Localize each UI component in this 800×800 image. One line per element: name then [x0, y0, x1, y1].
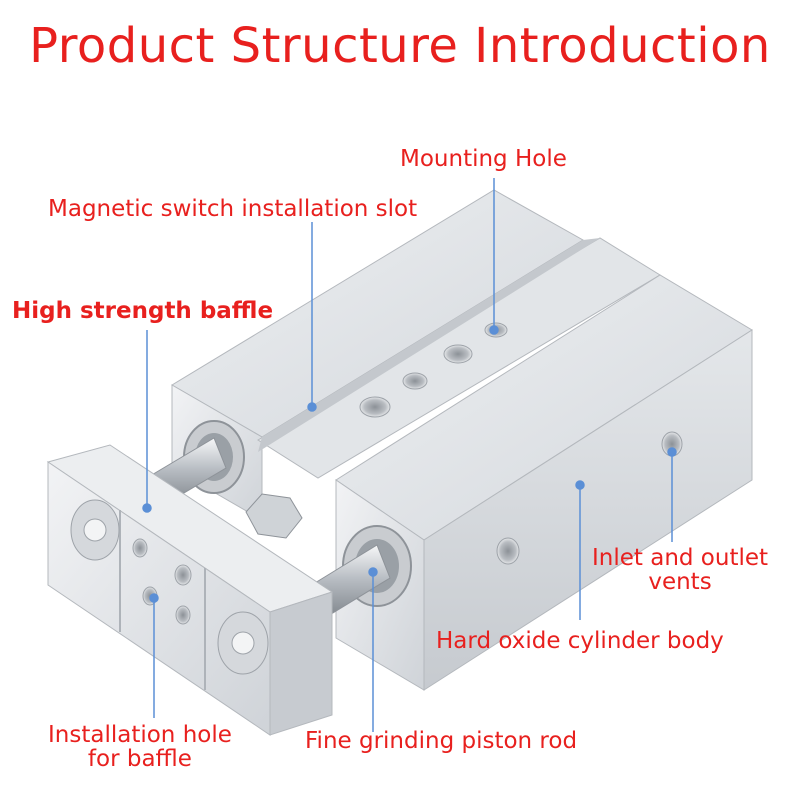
label-install-hole-line2: for baffle: [87, 746, 192, 772]
label-install-hole: Installation hole for baffle: [48, 723, 232, 771]
label-inlet-outlet-line2: vents: [648, 569, 712, 595]
label-baffle: High strength baffle: [12, 298, 274, 324]
leader-lines: [142, 178, 677, 732]
baffle-side: [269, 591, 333, 736]
label-piston-rod: Fine grinding piston rod: [305, 728, 578, 754]
label-install-hole-line1: Installation hole: [48, 722, 232, 748]
label-magnetic-slot: Magnetic switch installation slot: [48, 196, 418, 222]
outlet-vent: [496, 537, 520, 565]
hex-nut: [245, 493, 303, 539]
label-inlet-outlet-line1: Inlet and outlet: [592, 545, 769, 571]
label-cylinder-body: Hard oxide cylinder body: [436, 628, 724, 654]
body-slot-groove: [258, 238, 600, 452]
label-mounting-hole: Mounting Hole: [400, 146, 567, 172]
mounting-holes: [359, 322, 508, 418]
label-inlet-outlet: Inlet and outlet vents: [592, 546, 768, 594]
page-title: Product Structure Introduction: [29, 18, 771, 74]
